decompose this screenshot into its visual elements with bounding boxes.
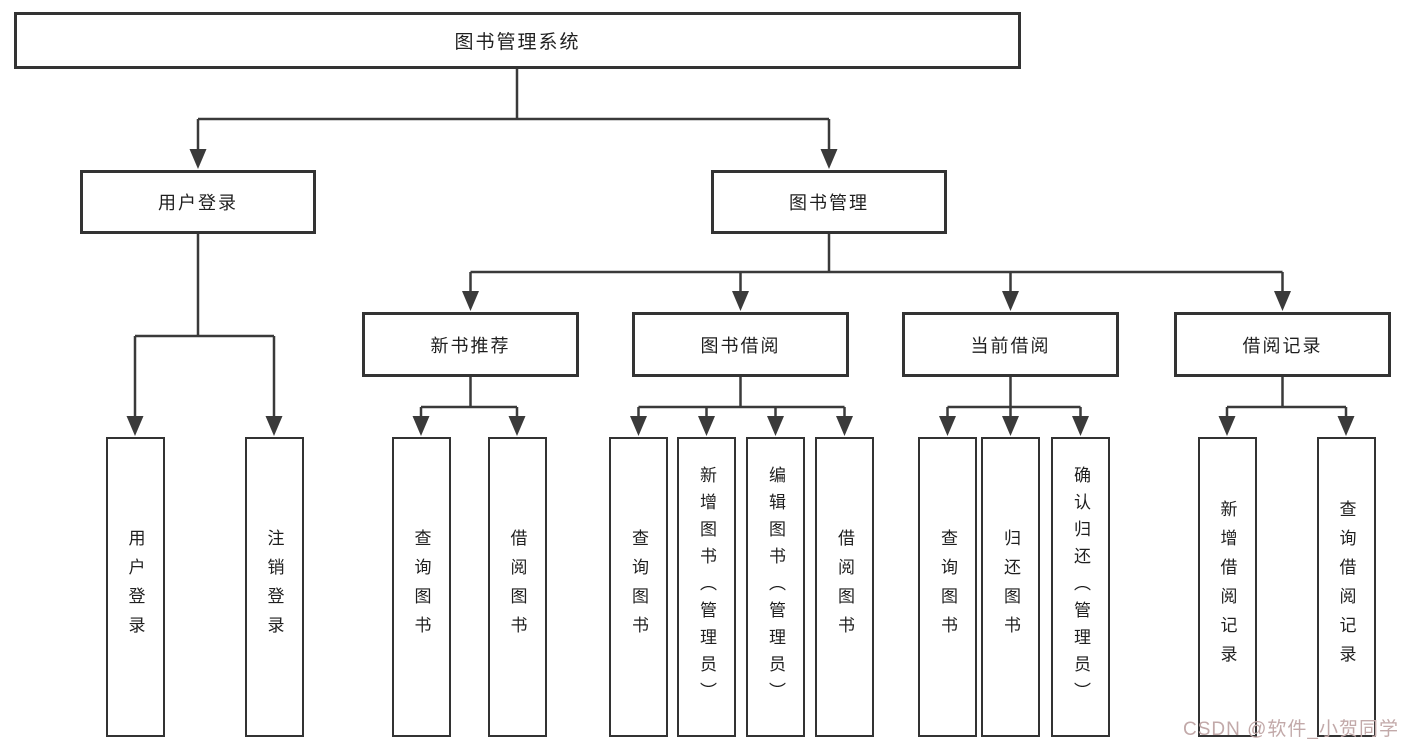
leaf-label: 编辑图书（管理员）: [766, 465, 785, 709]
leaf-add-book-admin: 新增图书（管理员）: [677, 437, 736, 737]
leaf-logout: 注销登录: [244, 437, 304, 737]
leaf-query-borrow-record: 查询借阅记录: [1316, 437, 1376, 737]
leaf-query-book-recommend: 查询图书: [391, 437, 451, 737]
leaf-label: 新增图书（管理员）: [697, 465, 716, 709]
leaf-label: 用户登录: [125, 529, 145, 645]
leaf-query-book-borrow: 查询图书: [609, 437, 668, 737]
leaf-borrow-book: 借阅图书: [815, 437, 874, 737]
node-label: 图书管理系统: [454, 32, 581, 53]
leaf-label: 注销登录: [264, 529, 284, 645]
node-label: 图书借阅: [700, 335, 781, 356]
leaf-borrow-book-recommend: 借阅图书: [487, 437, 547, 737]
leaf-label: 归还图书: [1001, 529, 1020, 645]
node-label: 新书推荐: [430, 335, 511, 356]
node-label: 当前借阅: [970, 335, 1051, 356]
leaf-confirm-return-admin: 确认归还（管理员）: [1051, 437, 1110, 737]
node-library-management-system: 图书管理系统: [14, 12, 1021, 69]
node-book-borrow: 图书借阅: [632, 312, 849, 377]
node-book-management-branch: 图书管理: [711, 170, 947, 234]
leaf-label: 新增借阅记录: [1217, 500, 1237, 674]
node-label: 借阅记录: [1242, 335, 1323, 356]
leaf-label: 借阅图书: [835, 529, 854, 645]
leaf-label: 查询图书: [938, 529, 957, 645]
leaf-query-book-current: 查询图书: [918, 437, 977, 737]
node-current-borrow: 当前借阅: [902, 312, 1119, 377]
leaf-label: 确认归还（管理员）: [1071, 465, 1090, 709]
leaf-label: 查询借阅记录: [1336, 500, 1356, 674]
node-user-login-branch: 用户登录: [80, 170, 316, 234]
leaf-edit-book-admin: 编辑图书（管理员）: [746, 437, 805, 737]
leaf-label: 查询图书: [629, 529, 648, 645]
node-new-book-recommend: 新书推荐: [362, 312, 579, 377]
watermark: CSDN @软件_小贺同学: [1183, 719, 1399, 740]
leaf-add-borrow-record: 新增借阅记录: [1197, 437, 1257, 737]
node-borrow-records: 借阅记录: [1174, 312, 1391, 377]
node-label: 图书管理: [789, 193, 869, 213]
leaf-label: 借阅图书: [507, 529, 527, 645]
leaf-label: 查询图书: [411, 529, 431, 645]
leaf-return-book: 归还图书: [981, 437, 1040, 737]
leaf-user-login: 用户登录: [105, 437, 165, 737]
node-label: 用户登录: [158, 193, 238, 213]
